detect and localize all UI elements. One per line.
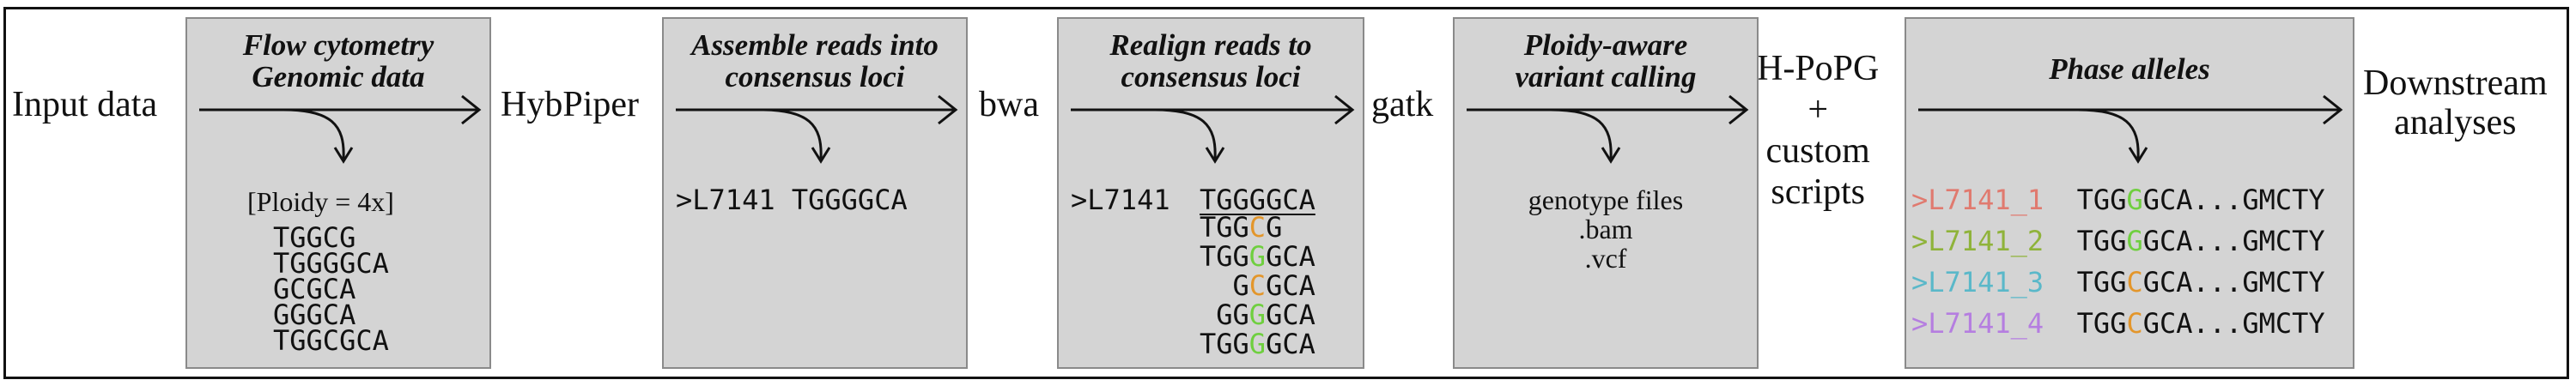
box-title: Ploidy-aware variant calling <box>1515 28 1697 93</box>
step-box-variant-calling: Ploidy-aware variant calling genotype fi… <box>1453 17 1759 369</box>
gatk-label: gatk <box>1371 85 1434 124</box>
reference-sequence: TGGGGCA <box>1200 184 1315 216</box>
bwa-label: bwa <box>979 85 1039 124</box>
step-box-realign: Realign reads to consensus loci >L7141 T… <box>1057 17 1364 369</box>
hybpiper-label: HybPiper <box>501 85 639 124</box>
read-sequence: TGGCG <box>273 221 356 254</box>
read-sequence: TGGGGCA <box>273 247 389 280</box>
read-sequence: GGGCA <box>273 299 356 331</box>
read-sequence: TGGCGCA <box>273 324 389 357</box>
output-file-label: .vcf <box>1584 243 1627 274</box>
hpopg-label: H-PoPG + custom scripts <box>1757 49 1880 212</box>
phased-allele: >L7141_4 TGGCGCA...GMCTY <box>1911 307 2325 340</box>
phased-allele: >L7141_2 TGGGGCA...GMCTY <box>1911 225 2325 257</box>
read-sequence: GCGCA <box>273 273 356 305</box>
box-title: Realign reads to consensus loci <box>1109 28 1312 93</box>
output-file-label: .bam <box>1578 214 1633 244</box>
box-title: Assemble reads into consensus loci <box>691 28 939 93</box>
step-box-phase-alleles: Phase alleles >L7141_1 TGGGGCA...GMCTY >… <box>1905 17 2354 369</box>
phased-allele: >L7141_1 TGGGGCA...GMCTY <box>1911 184 2325 216</box>
consensus-sequence: >L7141 TGGGGCA <box>676 184 908 216</box>
aligned-read: GGGGCA <box>1200 299 1315 331</box>
output-file-label: genotype files <box>1528 184 1684 215</box>
aligned-read: TGGCG <box>1200 211 1283 244</box>
box-title: Phase alleles <box>2049 52 2210 86</box>
downstream-label: Downstream analyses <box>2363 63 2548 142</box>
input-data-label: Input data <box>12 85 158 124</box>
box-title: Flow cytometry Genomic data <box>242 28 434 93</box>
aligned-read: GCGCA <box>1200 269 1315 302</box>
step-box-assemble: Assemble reads into consensus loci >L714… <box>662 17 968 369</box>
locus-id: >L7141 <box>1071 184 1170 216</box>
step-box-flow-cytometry: Flow cytometry Genomic data [Ploidy = 4x… <box>185 17 491 369</box>
aligned-read: TGGGGCA <box>1200 240 1315 273</box>
aligned-read: TGGGGCA <box>1200 328 1315 360</box>
ploidy-label: [Ploidy = 4x] <box>247 186 394 217</box>
phased-allele: >L7141_3 TGGCGCA...GMCTY <box>1911 266 2325 299</box>
